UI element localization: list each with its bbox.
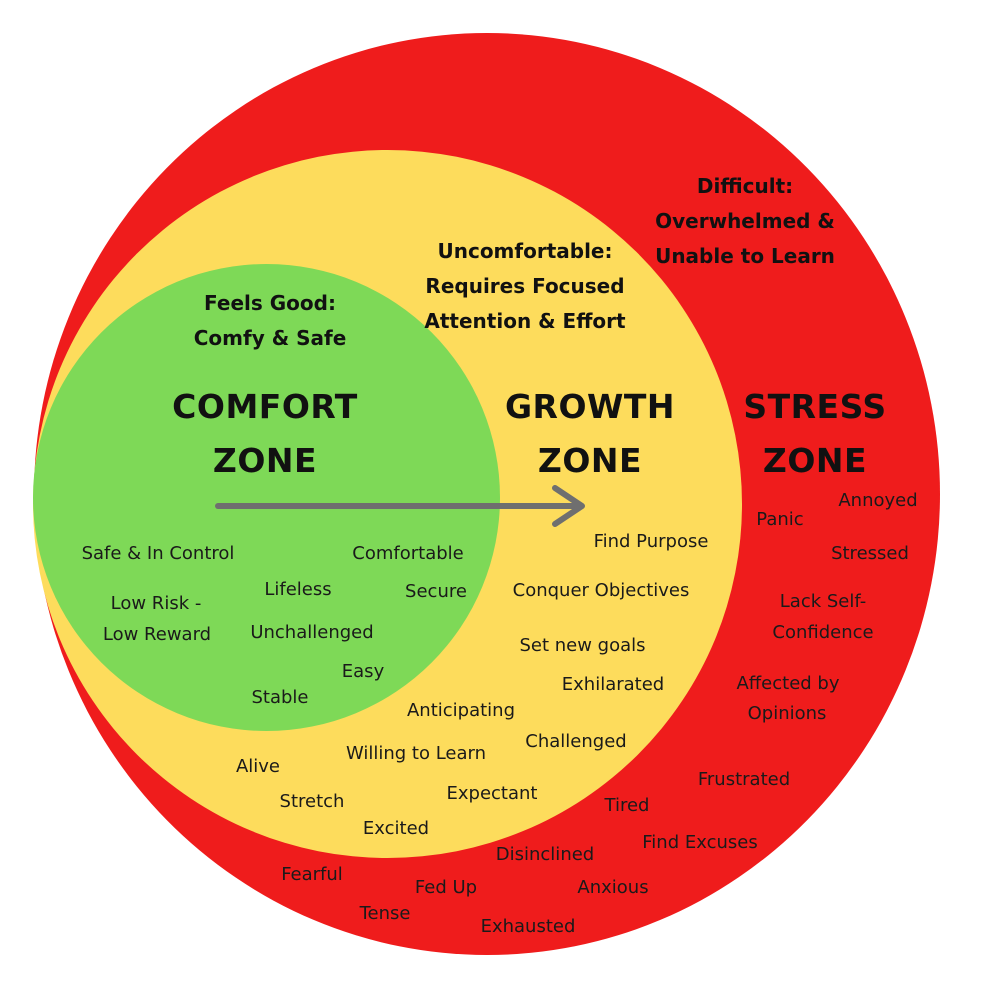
stress-word: Affected by — [736, 673, 840, 694]
growth-zone-description: Uncomfortable: Requires Focused Attentio… — [424, 239, 626, 333]
stress-word: Fearful — [281, 864, 343, 885]
stress-zone-description: Difficult: Overwhelmed & Unable to Learn — [655, 174, 835, 268]
stress-word: Fed Up — [414, 877, 478, 898]
stress-word: Frustrated — [697, 769, 791, 790]
growth-word: Set new goals — [519, 635, 646, 656]
comfort-word: Safe & In Control — [81, 543, 235, 564]
comfort-word: Comfortable — [352, 543, 464, 564]
growth-word: Anticipating — [406, 700, 516, 721]
growth-zone-title: GROWTH ZONE — [504, 387, 676, 480]
growth-word: Stretch — [279, 791, 345, 812]
stress-word: Opinions — [747, 703, 827, 724]
stress-zone-title: STRESS ZONE — [743, 387, 887, 480]
comfort-word: Stable — [251, 687, 309, 708]
stress-word: Annoyed — [838, 490, 918, 511]
comfort-word: Low Reward — [102, 624, 212, 645]
growth-word: Alive — [235, 756, 281, 777]
growth-word: Challenged — [525, 731, 627, 752]
stress-word: Tense — [359, 903, 411, 924]
comfort-word: Low Risk - — [110, 593, 202, 614]
growth-word: Exhilarated — [561, 674, 665, 695]
stress-word: Tired — [604, 795, 650, 816]
stress-word: Stressed — [831, 543, 909, 564]
comfort-word: Lifeless — [264, 579, 332, 600]
stress-word: Find Excuses — [642, 832, 758, 853]
growth-word: Find Purpose — [593, 531, 709, 552]
growth-word: Expectant — [446, 783, 538, 804]
comfort-word: Easy — [341, 661, 385, 682]
stress-word: Panic — [756, 509, 804, 530]
stress-word: Disinclined — [495, 844, 595, 865]
comfort-zone-circle — [33, 264, 500, 731]
growth-word: Excited — [362, 818, 430, 839]
comfort-zone-description: Feels Good: Comfy & Safe — [193, 291, 347, 350]
growth-word: Willing to Learn — [345, 743, 487, 764]
comfort-word: Secure — [405, 581, 467, 602]
stress-word: Exhausted — [480, 916, 576, 937]
comfort-zone-title: COMFORT ZONE — [172, 387, 358, 480]
stress-word: Anxious — [577, 877, 649, 898]
stress-word: Confidence — [772, 622, 874, 643]
growth-word: Conquer Objectives — [512, 580, 690, 601]
stress-word: Lack Self- — [779, 591, 867, 612]
comfort-word: Unchallenged — [250, 622, 374, 643]
